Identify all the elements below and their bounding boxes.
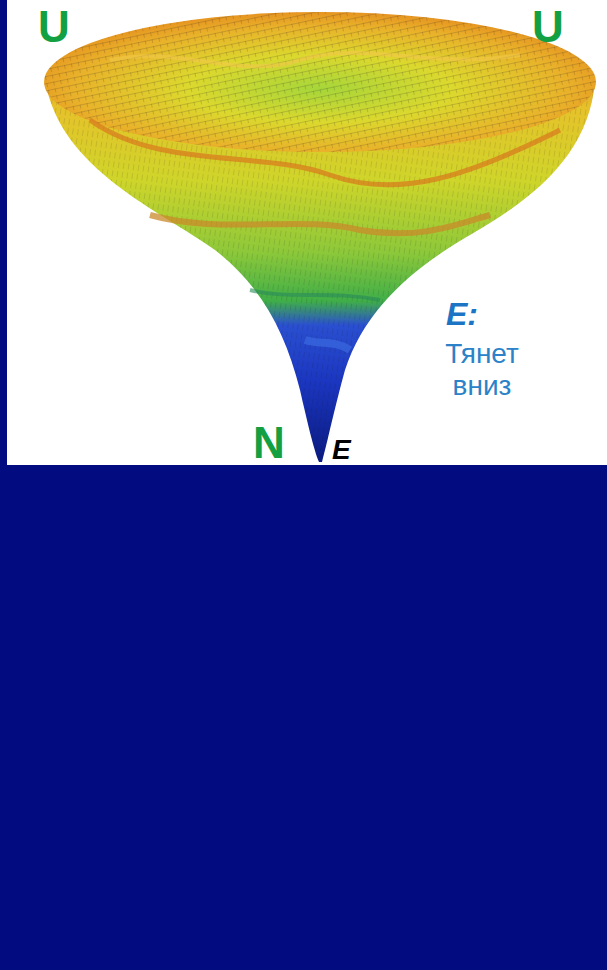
energy-symbol: E: bbox=[446, 296, 478, 333]
funnel-rim bbox=[44, 12, 596, 152]
annotation-text: Тянет вниз bbox=[432, 338, 532, 402]
rim-mesh bbox=[44, 12, 596, 152]
energy-symbol: E bbox=[332, 434, 351, 466]
ridge bbox=[150, 215, 490, 233]
ridge bbox=[110, 53, 520, 66]
ridge bbox=[250, 290, 380, 300]
ridge bbox=[90, 120, 560, 185]
ridge bbox=[305, 340, 350, 350]
white-panel bbox=[7, 0, 607, 465]
corner-letter: U bbox=[532, 2, 564, 53]
corner-letter: U bbox=[38, 2, 70, 53]
bottom-letter: N bbox=[253, 418, 285, 469]
